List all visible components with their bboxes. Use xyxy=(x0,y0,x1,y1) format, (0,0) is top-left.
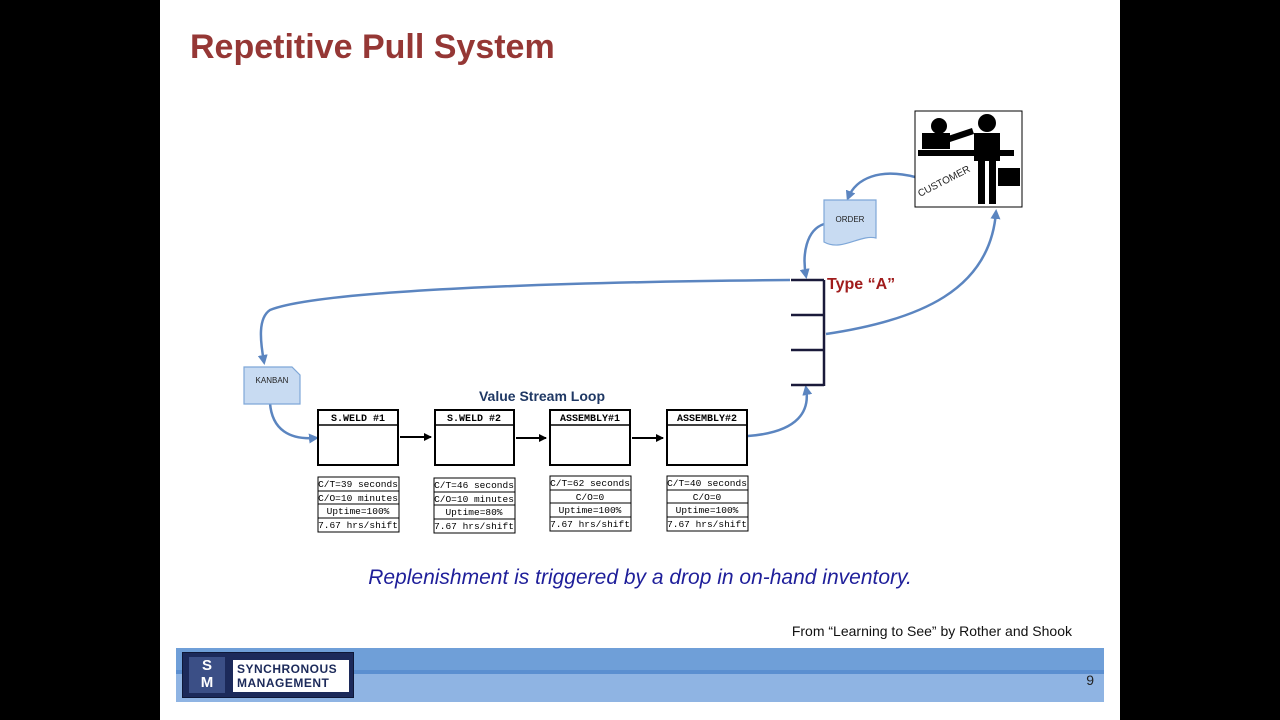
process-name: S.WELD #2 xyxy=(447,414,501,425)
data-cell: 7.67 hrs/shift xyxy=(550,519,630,530)
supermarket-type-label: Type “A” xyxy=(827,276,895,293)
supermarket-icon xyxy=(791,278,826,387)
value-stream-diagram: CUSTOMER ORDER KANBAN Type “A” Value Str… xyxy=(243,110,1023,534)
process-sweld-2: S.WELD #2 xyxy=(434,409,515,466)
data-cell: C/O=0 xyxy=(693,492,722,503)
slide: Repetitive Pull System xyxy=(160,0,1120,720)
process-name: ASSEMBLY#1 xyxy=(560,414,620,425)
data-cell: Uptime=100% xyxy=(559,505,622,516)
process-name: ASSEMBLY#2 xyxy=(677,414,737,425)
logo-line-2: MANAGEMENT xyxy=(237,676,330,690)
customer-to-order-arrow xyxy=(845,172,916,201)
supermarket-to-kanban-arrow xyxy=(257,278,791,365)
supermarket-to-customer-arrow xyxy=(825,209,1001,336)
source-credit: From “Learning to See” by Rother and Sho… xyxy=(791,623,1072,639)
data-cell: 7.67 hrs/shift xyxy=(667,519,747,530)
data-box-sweld-2: C/T=46 seconds C/O=10 minutes Uptime=80%… xyxy=(433,477,516,534)
kanban-to-sweld1-arrow xyxy=(268,402,319,444)
data-box-sweld-1: C/T=39 seconds C/O=10 minutes Uptime=100… xyxy=(317,476,400,533)
kanban-icon: KANBAN xyxy=(243,366,301,405)
slide-subtitle: Replenishment is triggered by a drop in … xyxy=(368,566,912,589)
value-stream-loop-label: Value Stream Loop xyxy=(479,388,605,404)
order-to-supermarket-arrow xyxy=(799,222,825,279)
page-number: 9 xyxy=(1086,672,1094,688)
push-arrows xyxy=(400,433,664,442)
logo-line-1: SYNCHRONOUS xyxy=(237,662,338,676)
data-box-assembly-1: C/T=62 seconds C/O=0 Uptime=100% 7.67 hr… xyxy=(549,475,632,532)
process-sweld-1: S.WELD #1 xyxy=(317,409,399,466)
order-label: ORDER xyxy=(836,215,865,224)
data-cell: Uptime=100% xyxy=(676,505,739,516)
logo-mark: S M xyxy=(189,657,225,693)
data-cell: Uptime=80% xyxy=(445,507,502,518)
order-icon: ORDER xyxy=(823,199,877,246)
process-name: S.WELD #1 xyxy=(331,414,385,425)
data-cell: Uptime=100% xyxy=(327,506,390,517)
data-cell: C/T=40 seconds xyxy=(667,478,747,489)
assembly2-to-supermarket-arrow xyxy=(747,385,813,438)
slide-title: Repetitive Pull System xyxy=(190,28,555,66)
logo-wordmark: SYNCHRONOUS MANAGEMENT xyxy=(233,660,349,692)
kanban-label: KANBAN xyxy=(256,376,289,385)
company-logo: S M SYNCHRONOUS MANAGEMENT xyxy=(182,652,354,698)
process-assembly-1: ASSEMBLY#1 xyxy=(549,409,631,466)
data-cell: C/T=62 seconds xyxy=(550,478,630,489)
data-cell: C/O=0 xyxy=(576,492,605,503)
data-cell: C/O=10 minutes xyxy=(434,494,514,505)
data-cell: C/T=46 seconds xyxy=(434,480,514,491)
data-box-assembly-2: C/T=40 seconds C/O=0 Uptime=100% 7.67 hr… xyxy=(666,475,749,532)
data-cell: 7.67 hrs/shift xyxy=(434,521,514,532)
data-cell: C/T=39 seconds xyxy=(318,479,398,490)
process-assembly-2: ASSEMBLY#2 xyxy=(666,409,748,466)
data-cell: C/O=10 minutes xyxy=(318,493,398,504)
flow-arrows xyxy=(257,172,1001,444)
customer-icon: CUSTOMER xyxy=(914,110,1023,208)
data-cell: 7.67 hrs/shift xyxy=(318,520,398,531)
